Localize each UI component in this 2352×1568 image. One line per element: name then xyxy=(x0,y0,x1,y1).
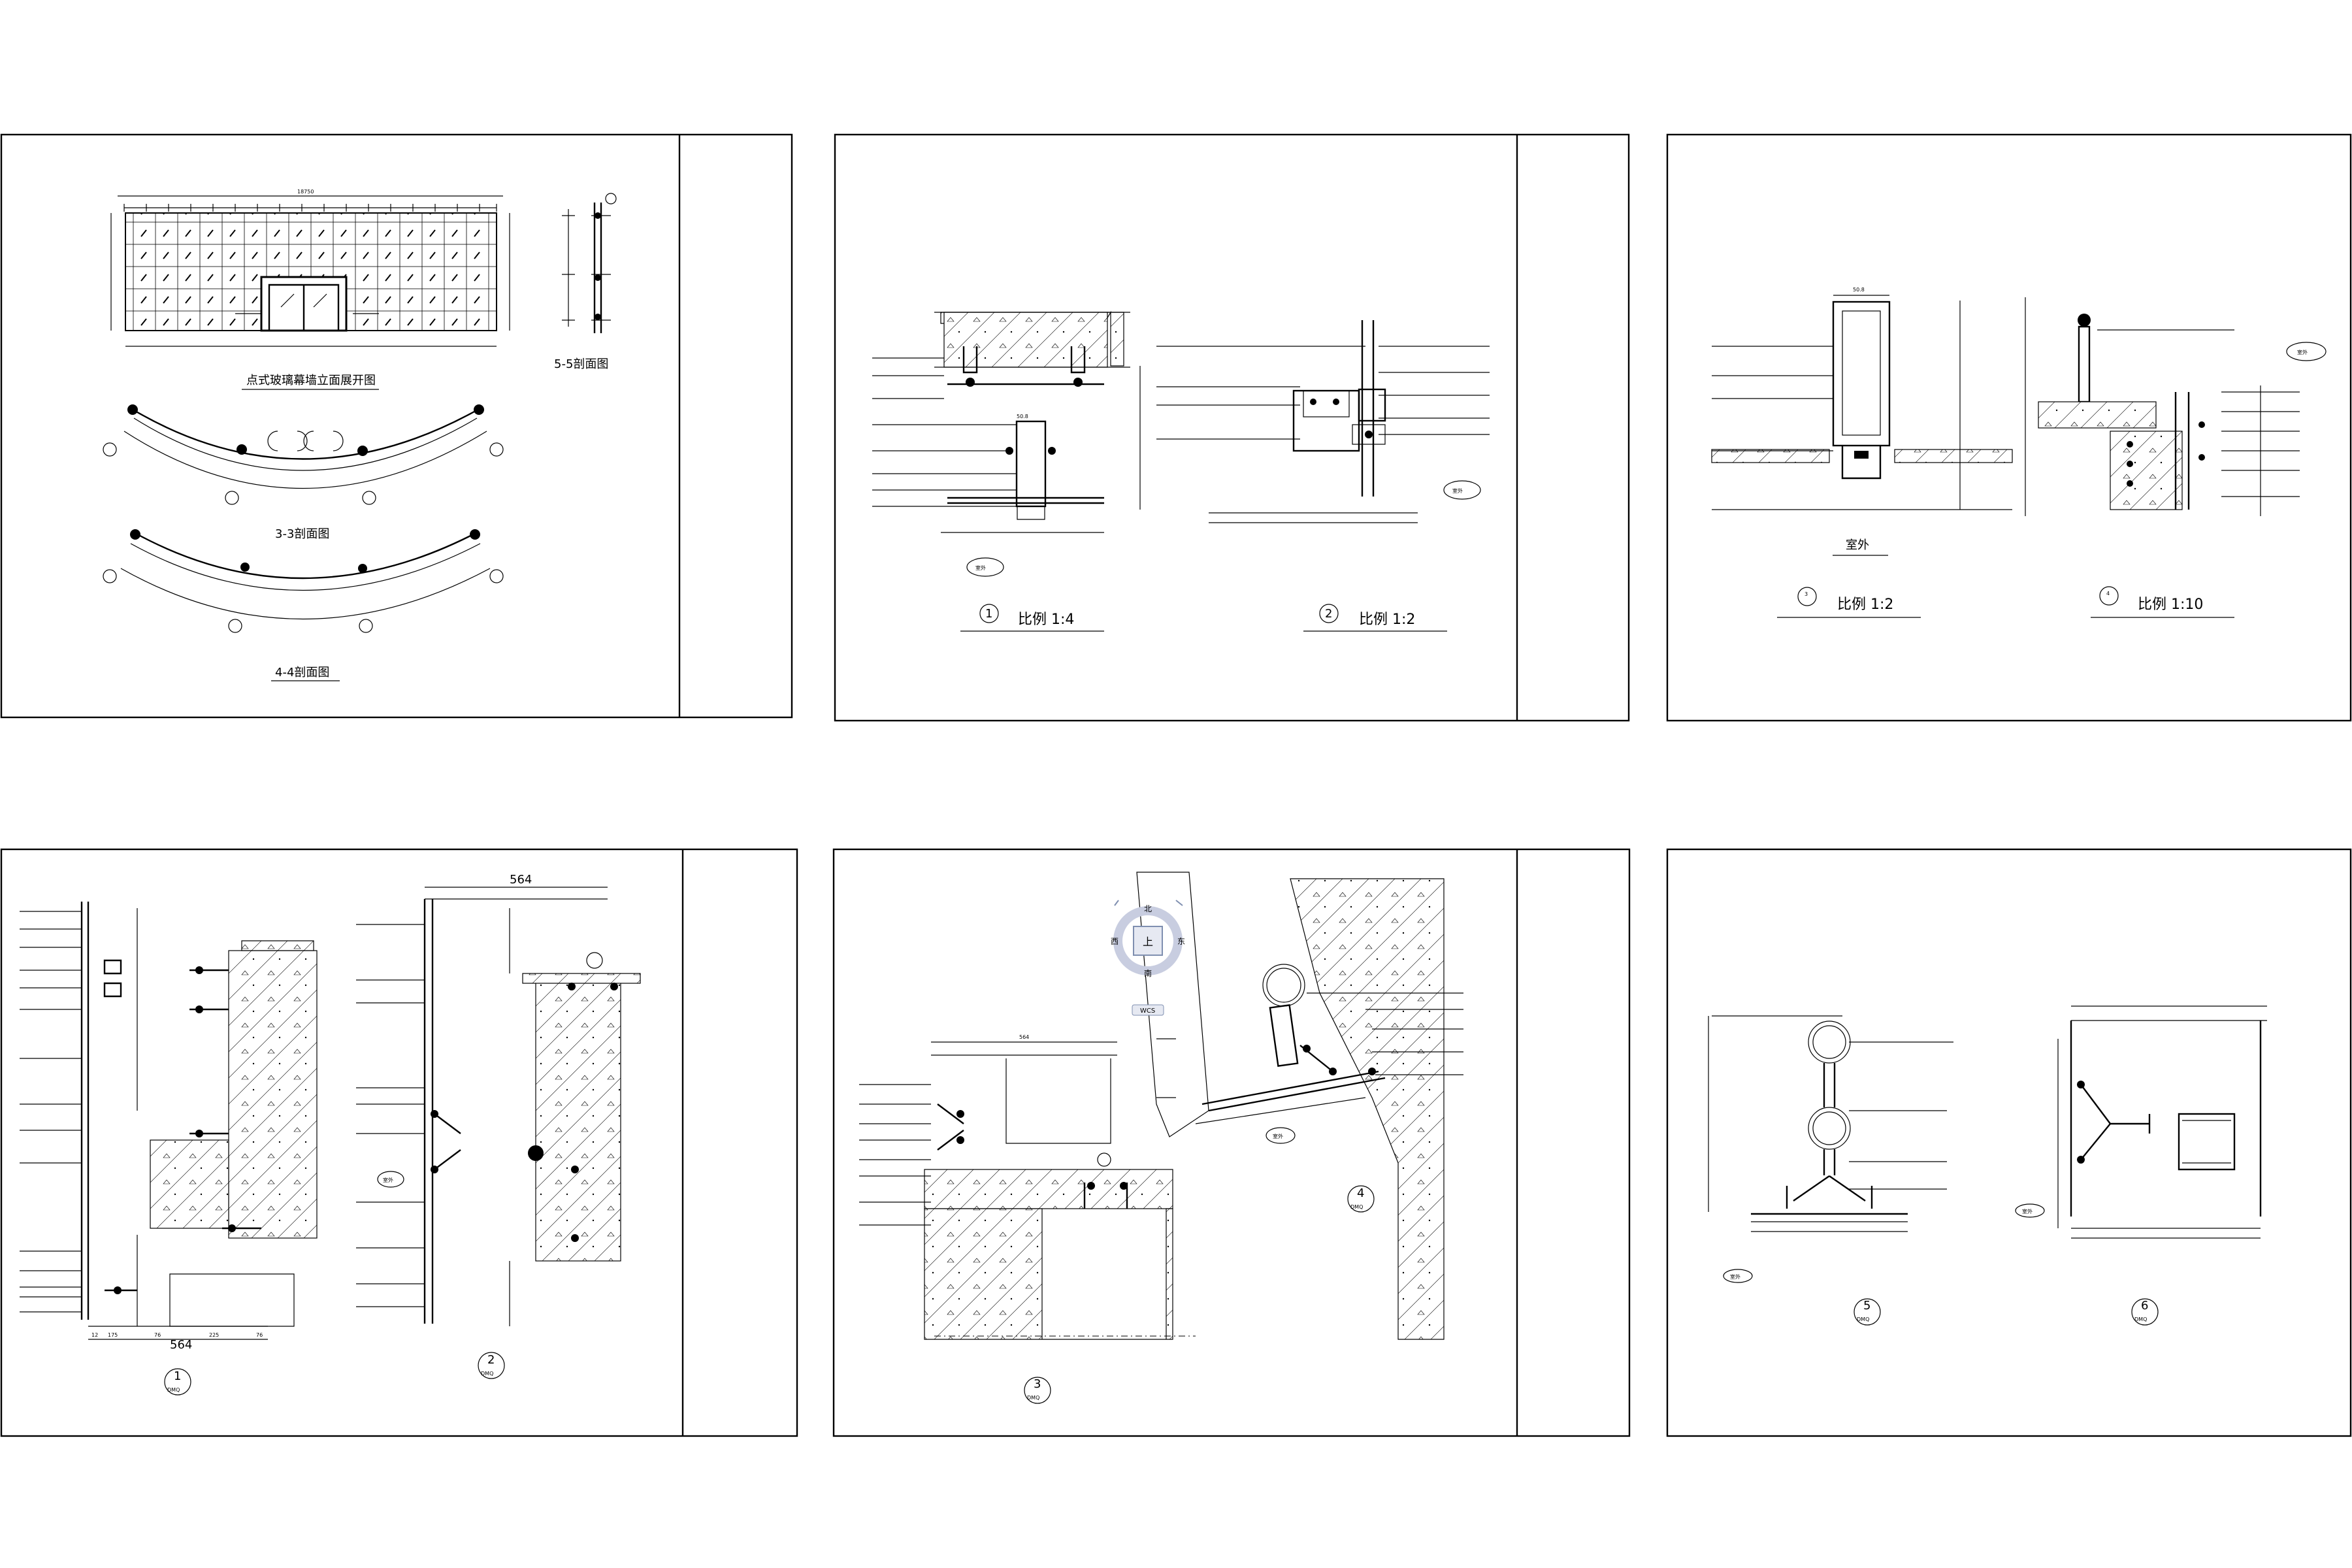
detail-2-sub: DMQ xyxy=(481,1371,493,1377)
wcs-label: WCS xyxy=(1140,1007,1155,1015)
viewcube-ring[interactable] xyxy=(1113,906,1183,975)
profile-width-dim: 50.8 xyxy=(1853,287,1865,293)
exterior-label: 室外 xyxy=(1730,1273,1740,1280)
sheet-frame xyxy=(0,848,798,1437)
detail-6-dmq: 室外 6 DMQ xyxy=(2015,1005,2267,1326)
overall-dim: 564 xyxy=(1019,1034,1029,1040)
viewcube-face[interactable] xyxy=(1133,926,1163,956)
detail-2-marker: 2 xyxy=(487,1353,495,1367)
detail-1: 50.8 室外 1 比例 1:4 xyxy=(872,310,1141,632)
detail-2-scale: 比例 1:2 xyxy=(1359,612,1415,628)
exterior-label-2: 室外 xyxy=(1452,487,1463,494)
overall-dim: 564 xyxy=(170,1338,192,1352)
exterior-label: 室外 xyxy=(2022,1208,2033,1215)
detail-5-marker: 5 xyxy=(1863,1299,1870,1313)
detail-3-dmq: 564 3 DMQ xyxy=(859,1034,1196,1404)
dim-12: 12 xyxy=(91,1332,98,1338)
detail-4: 室外 4 比例 1:10 xyxy=(2025,297,2327,618)
sheet-frame xyxy=(832,848,1631,1437)
overall-dim-top: 564 xyxy=(510,873,532,887)
sheet-3: 50.8 室外 3 比例 1:2 xyxy=(1666,133,2352,722)
sheet-2: 50.8 室外 1 比例 1:4 xyxy=(834,133,1630,722)
viewcube-north[interactable]: 北 xyxy=(1144,904,1152,913)
section-3-3-title: 3-3剖面图 xyxy=(275,527,329,541)
detail-3: 50.8 室外 3 比例 1:2 xyxy=(1711,287,2013,618)
exterior-label: 室外 xyxy=(1846,538,1869,552)
wcs-button[interactable] xyxy=(1132,1004,1164,1016)
sheet-6: 室外 5 DMQ 室外 6 DMQ xyxy=(1666,848,2352,1437)
detail-4-sub: DMQ xyxy=(1350,1204,1363,1210)
section-3-3: 3-3剖面图 xyxy=(103,404,504,541)
dim-76: 76 xyxy=(154,1332,161,1338)
detail-2: 室外 2 比例 1:2 xyxy=(1156,320,1490,632)
detail-4-dmq: 室外 4 DMQ xyxy=(1136,872,1463,1340)
dim-76b: 76 xyxy=(256,1332,263,1338)
section-4-4: 4-4剖面图 xyxy=(103,529,504,681)
detail-3-marker: 3 xyxy=(1034,1377,1041,1391)
viewcube-face-label: 上 xyxy=(1143,936,1153,948)
detail-1-marker: 1 xyxy=(174,1369,181,1383)
viewcube[interactable]: 上 北 南 西 东 WCS xyxy=(1111,900,1185,1016)
sheet-frame xyxy=(834,133,1630,722)
detail-6-marker: 6 xyxy=(2141,1299,2148,1313)
dim-175: 175 xyxy=(108,1332,118,1338)
detail-5-sub: DMQ xyxy=(1857,1316,1869,1322)
sheet-frame xyxy=(0,133,793,719)
detail-4-marker: 4 xyxy=(1357,1186,1364,1200)
section-4-4-title: 4-4剖面图 xyxy=(275,666,329,679)
svg-text:3: 3 xyxy=(1805,591,1808,597)
detail-4-scale: 比例 1:10 xyxy=(2138,596,2203,613)
dim-225: 225 xyxy=(209,1332,219,1338)
detail-1-dmq: 12 175 76 225 76 564 1 DMQ xyxy=(20,902,318,1396)
detail-1-sub: DMQ xyxy=(167,1387,180,1393)
section-5-5: 5-5剖面图 xyxy=(554,193,617,371)
exterior-label: 室外 xyxy=(1273,1133,1283,1139)
sheet-4: 12 175 76 225 76 564 1 DMQ 564 xyxy=(0,848,798,1437)
viewcube-south[interactable]: 南 xyxy=(1144,968,1152,978)
dimension-ticks xyxy=(123,204,497,212)
profile-width-dim: 50.8 xyxy=(1017,414,1028,419)
elevation-drawing: 18750 点式玻璃幕墙立面展开图 xyxy=(110,189,510,390)
exterior-label-2: 室外 xyxy=(2297,349,2308,355)
svg-text:4: 4 xyxy=(2106,591,2110,596)
viewcube-west[interactable]: 西 xyxy=(1111,937,1119,946)
sheet-frame xyxy=(1666,848,2352,1437)
sheet-1: 18750 点式玻璃幕墙立面展开图 5-5剖面图 xyxy=(0,133,793,719)
detail-5-dmq: 室外 5 DMQ xyxy=(1708,1015,1953,1326)
detail-1-scale: 比例 1:4 xyxy=(1018,612,1074,628)
detail-3-sub: DMQ xyxy=(1027,1395,1039,1401)
section-5-5-title: 5-5剖面图 xyxy=(554,357,608,371)
detail-3-scale: 比例 1:2 xyxy=(1837,596,1893,613)
overall-dimension: 18750 xyxy=(297,189,314,195)
exterior-label: 室外 xyxy=(383,1177,393,1183)
viewcube-east[interactable]: 东 xyxy=(1177,937,1185,946)
elevation-title: 点式玻璃幕墙立面展开图 xyxy=(246,374,376,387)
detail-2-dmq: 564 室外 2 DMQ xyxy=(356,873,641,1379)
detail-1-marker: 1 xyxy=(985,607,992,621)
detail-6-sub: DMQ xyxy=(2134,1316,2147,1322)
detail-2-marker: 2 xyxy=(1325,607,1332,621)
viewcube-rotate-arrows-icon[interactable] xyxy=(1114,900,1183,906)
sheet-frame xyxy=(1666,133,2352,722)
sheet-5: 564 3 DMQ xyxy=(832,848,1631,1437)
exterior-label: 室外 xyxy=(975,564,986,571)
